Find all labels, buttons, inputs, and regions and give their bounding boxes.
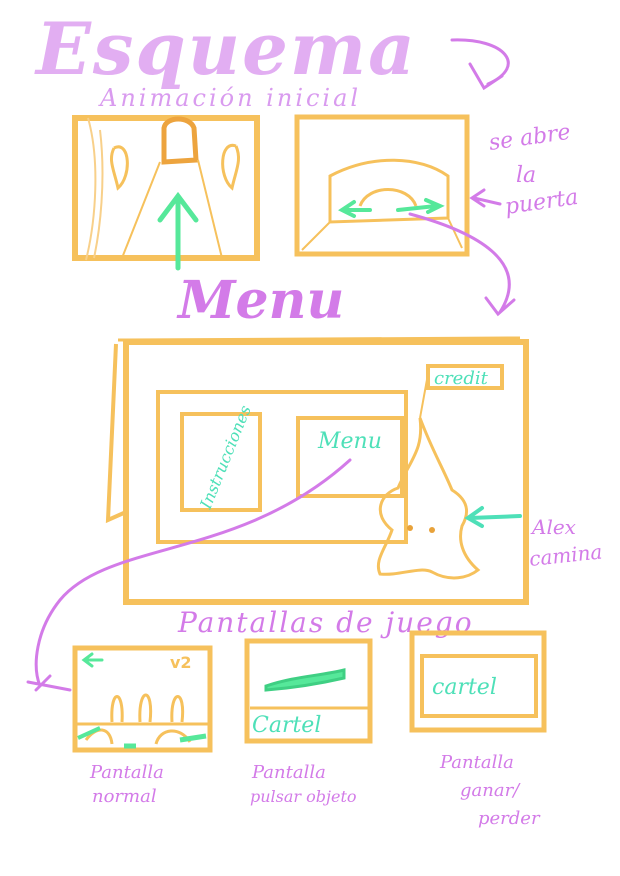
door-note-line3: puerta [503, 185, 580, 220]
game-screen-normal [72, 645, 213, 753]
caption-winlose-line1: Pantalla [439, 752, 514, 773]
character-note-line1: Alex [530, 515, 576, 539]
caption-winlose-line2: ganar/ [460, 780, 521, 801]
sign-label-winlose: cartel [432, 675, 497, 700]
caption-object-line2: pulsar objeto [250, 787, 357, 806]
title-arrow [450, 38, 510, 91]
intro-section-label: Animación inicial [98, 84, 361, 112]
instructions-panel-label[interactable]: Instrucciones [196, 403, 255, 513]
menu-screen [105, 336, 529, 605]
door-right-arrow [396, 198, 445, 214]
door-note-arrow [469, 188, 502, 208]
door-left-arrow [338, 200, 372, 218]
caption-normal-line2: normal [92, 786, 157, 807]
menu-heading: Menu [176, 270, 344, 331]
title-esquema: Esquema [34, 6, 417, 91]
intro-frame-door [294, 114, 470, 257]
door-note-line1: se abre [487, 120, 572, 156]
character-alex [377, 373, 481, 580]
screen-version-label: v2 [170, 653, 192, 672]
game-screen-winlose [409, 630, 547, 733]
character-arrow [464, 506, 522, 528]
door-note-line2: la [516, 163, 536, 188]
credits-button[interactable]: credit [434, 368, 489, 389]
menu-panel-label[interactable]: Menu [317, 429, 382, 454]
caption-object-line1: Pantalla [251, 762, 326, 783]
up-arrow [157, 191, 199, 271]
object-bar [264, 668, 346, 692]
sign-label-object: Cartel [252, 713, 321, 738]
intro-frame-curtains [72, 115, 260, 271]
character-note-line2: camina [528, 539, 603, 571]
caption-normal-line1: Pantalla [89, 762, 164, 783]
to-game-arrow [26, 458, 352, 692]
game-screen-object [244, 638, 373, 744]
caption-winlose-line3: perder [478, 808, 541, 829]
to-menu-arrow [408, 212, 516, 317]
